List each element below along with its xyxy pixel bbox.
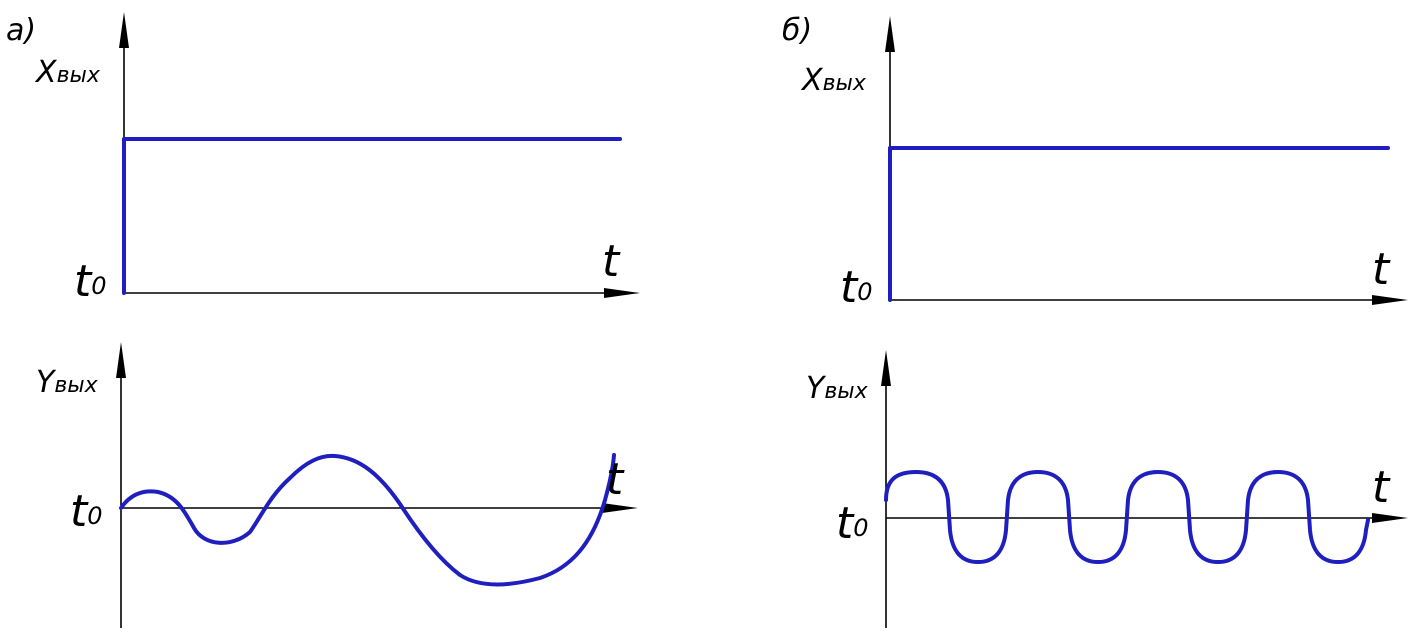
panel-a-y-response-signal: [119, 453, 616, 587]
panel-a-x-chart: Xвых t t0: [34, 12, 640, 307]
panel-b-label: б): [782, 13, 812, 48]
panel-b-x-output-label: Xвых: [800, 63, 867, 98]
panel-a: а) Xвых t t0 Yвых t t0: [6, 12, 640, 628]
panel-b-y-vertical-arrow: [881, 350, 891, 386]
panel-a-x-horizontal-arrow: [604, 288, 640, 298]
panel-b: б) Xвых t t0 Yвых t t0: [782, 13, 1408, 628]
panel-a-y-chart: Yвых t t0: [36, 342, 638, 628]
panel-b-y-output-label: Yвых: [806, 371, 869, 406]
panel-b-x-chart: Xвых t t0: [800, 16, 1408, 313]
panel-a-x-t0-label: t0: [74, 256, 107, 307]
panel-a-y-t0-label: t0: [70, 486, 103, 537]
panel-b-x-t0-label: t0: [840, 262, 873, 313]
panel-b-y-t0-label: t0: [836, 498, 869, 549]
panel-a-x-vertical-arrow: [119, 12, 129, 48]
panel-b-y-horizontal-arrow: [1372, 513, 1408, 523]
panel-b-x-horizontal-arrow: [1372, 295, 1408, 305]
panel-a-x-t-label: t: [602, 236, 621, 287]
panel-b-y-response-signal: [884, 470, 1370, 564]
panel-a-x-step-signal: [122, 137, 622, 295]
panel-a-y-horizontal-arrow: [602, 503, 638, 513]
panel-a-x-output-label: Xвых: [34, 55, 101, 90]
panel-b-x-step-signal: [888, 146, 1390, 302]
panel-b-y-chart: Yвых t t0: [806, 350, 1408, 628]
panel-a-y-output-label: Yвых: [36, 365, 99, 400]
panel-b-y-t-label: t: [1372, 462, 1391, 513]
panel-a-y-vertical-arrow: [116, 342, 126, 378]
panel-b-x-t-label: t: [1372, 244, 1391, 295]
panel-b-x-vertical-arrow: [885, 16, 895, 52]
panel-a-label: а): [6, 13, 36, 48]
panel-a-y-t-label: t: [606, 454, 625, 505]
